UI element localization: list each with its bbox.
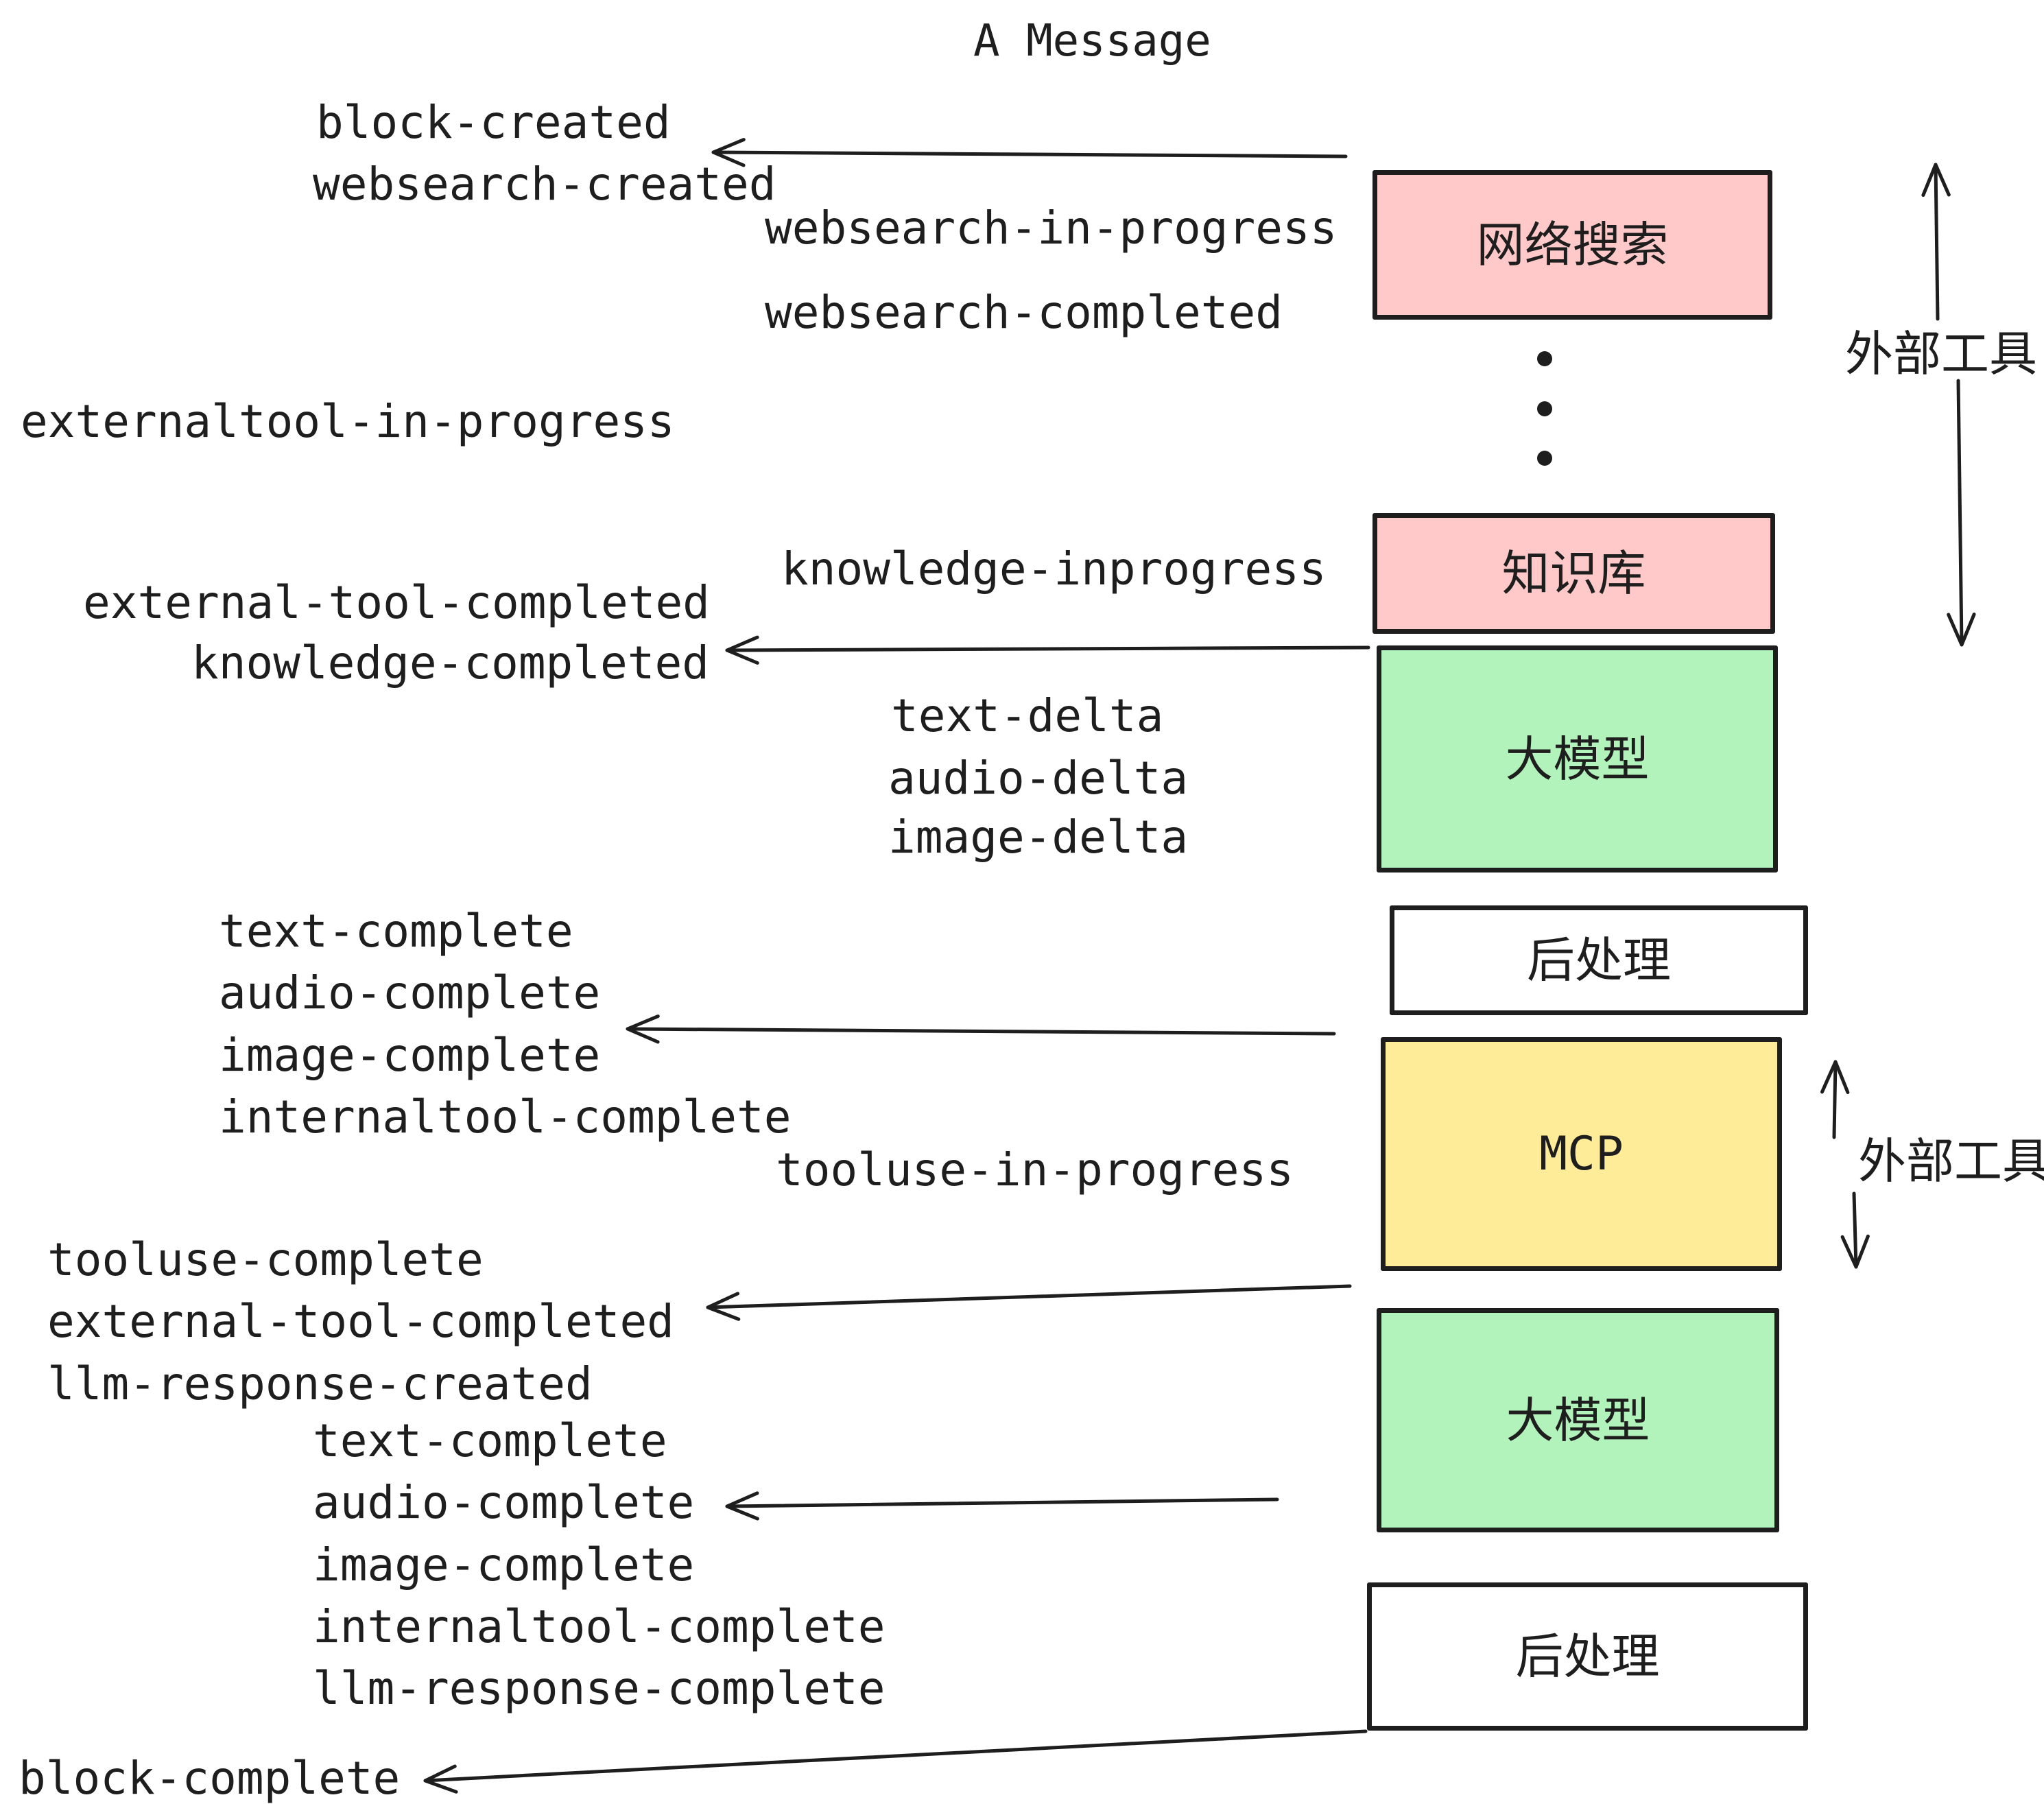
ellipsis-dot — [1537, 351, 1552, 366]
arrow-knowledge-completed — [725, 635, 1370, 665]
event-label-tooluse-in-progress: tooluse-in-progress — [776, 1143, 1294, 1196]
event-label-externaltool-in-progress: externaltool-in-progress — [21, 395, 675, 448]
arrow-audio-complete — [725, 1491, 1279, 1521]
post-box-2-label: 后处理 — [1515, 1628, 1660, 1685]
websearch-box-label: 网络搜索 — [1476, 217, 1669, 273]
event-label-audio-complete-1: audio-complete — [219, 966, 601, 1019]
event-label-block-created: block-created — [316, 96, 671, 149]
arrow-block-complete-head — [423, 1764, 458, 1794]
post-box-1: 后处理 — [1390, 905, 1808, 1015]
arrow-external-tools-down-2-head — [1840, 1234, 1870, 1269]
arrow-external-tools-down-1-head — [1947, 613, 1976, 647]
ellipsis-dot — [1537, 451, 1552, 466]
llm-box-2-label: 大模型 — [1506, 1392, 1650, 1449]
event-label-audio-complete-2: audio-complete — [313, 1476, 695, 1529]
event-label-tooluse-complete: tooluse-complete — [47, 1233, 484, 1286]
event-label-websearch-in-progress: websearch-in-progress — [765, 202, 1338, 254]
arrow-external-tool-completed — [706, 1284, 1352, 1321]
event-label-text-delta-1: text-delta — [891, 689, 1164, 742]
arrow-external-tools-up-1-head — [1921, 163, 1951, 197]
event-label-knowledge-completed: knowledge-completed — [191, 637, 709, 689]
event-label-llm-response-created: llm-response-created — [47, 1357, 593, 1410]
mcp-box-label: MCP — [1539, 1126, 1624, 1181]
event-label-block-complete: block-complete — [19, 1752, 401, 1804]
side-label-external-tools-upper: 外部工具 — [1845, 326, 2037, 382]
side-label-external-tools-lower: 外部工具 — [1858, 1133, 2044, 1189]
event-label-external-tool-completed-2: external-tool-completed — [47, 1295, 674, 1348]
arrow-knowledge-completed-head — [725, 635, 759, 665]
arrow-external-tools-down-2 — [1840, 1191, 1870, 1269]
event-label-llm-response-complete: llm-response-complete — [313, 1662, 886, 1715]
llm-box-1: 大模型 — [1377, 645, 1778, 873]
llm-box-1-label: 大模型 — [1505, 731, 1650, 787]
event-label-text-complete-2: text-complete — [313, 1414, 667, 1467]
arrow-external-tool-completed-head — [706, 1292, 741, 1321]
arrow-external-tools-up-2-head — [1820, 1060, 1850, 1094]
event-label-internaltool-complete-1: internaltool-complete — [219, 1091, 792, 1143]
arrow-external-tools-down-1 — [1947, 379, 1976, 647]
event-label-internaltool-complete-2: internaltool-complete — [313, 1600, 886, 1653]
ellipsis-dots — [1537, 351, 1552, 466]
event-label-knowledge-inprogress: knowledge-inprogress — [781, 543, 1327, 595]
post-box-2: 后处理 — [1367, 1582, 1808, 1731]
event-label-external-tool-completed-1: external-tool-completed — [83, 576, 710, 629]
arrow-block-created — [711, 138, 1348, 167]
arrow-image-complete-head — [626, 1014, 660, 1044]
page-title: A Message — [973, 16, 1211, 67]
arrow-audio-complete-head — [725, 1491, 759, 1521]
knowledge-box-label: 知识库 — [1501, 545, 1646, 602]
llm-box-2: 大模型 — [1377, 1308, 1779, 1532]
knowledge-box: 知识库 — [1372, 513, 1775, 634]
event-label-audio-delta-1: audio-delta — [888, 752, 1189, 805]
ellipsis-dot — [1537, 401, 1552, 416]
event-label-image-delta-1: image-delta — [888, 811, 1189, 864]
mcp-box: MCP — [1381, 1037, 1782, 1271]
event-label-text-complete-1: text-complete — [219, 905, 573, 958]
post-box-1-label: 后处理 — [1527, 932, 1671, 988]
event-label-websearch-created: websearch-created — [313, 158, 776, 211]
arrow-block-complete — [423, 1729, 1368, 1794]
event-label-image-complete-2: image-complete — [313, 1539, 695, 1591]
event-label-image-complete-1: image-complete — [219, 1029, 601, 1082]
arrow-external-tools-up-1 — [1921, 163, 1951, 321]
event-label-websearch-completed: websearch-completed — [765, 286, 1283, 339]
arrow-image-complete — [626, 1014, 1336, 1044]
websearch-box: 网络搜索 — [1372, 170, 1772, 320]
arrow-external-tools-up-2 — [1820, 1060, 1850, 1139]
